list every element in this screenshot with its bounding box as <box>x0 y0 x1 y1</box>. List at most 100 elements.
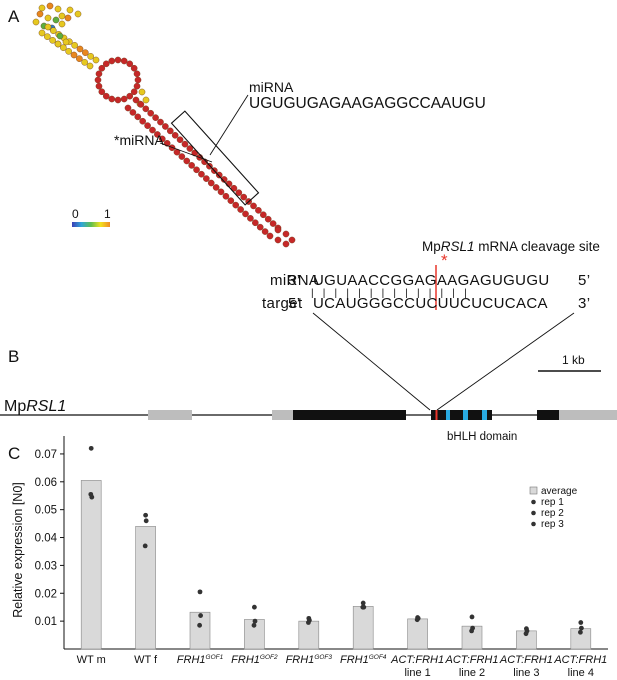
legend-rep2-label: rep 2 <box>541 508 564 519</box>
replicate-point-rep1 <box>469 614 475 620</box>
nucleotide-dot <box>98 64 106 72</box>
nucleotide-dot <box>193 166 200 174</box>
nucleotide-dot <box>152 114 159 121</box>
base-pairing-marks: | | | | | | | | | | | | | | <box>311 288 470 299</box>
replicate-point-rep3 <box>523 631 529 637</box>
bhlh-segment <box>463 410 468 420</box>
nucleotide-dot <box>269 220 277 227</box>
legend-average-label: average <box>541 486 578 497</box>
exon-block <box>293 410 406 420</box>
y-axis-label: Relative expression [N0] <box>11 482 25 617</box>
nucleotide-dot <box>114 96 122 104</box>
utr-block <box>559 410 617 420</box>
nucleotide-dot <box>178 153 186 160</box>
bar-average <box>298 620 320 650</box>
target-row-left-end: 5’ <box>288 295 300 312</box>
target-row-name: target <box>262 295 303 312</box>
nucleotide-dot <box>81 59 88 66</box>
legend-rep1-label: rep 1 <box>541 497 564 508</box>
nucleotide-dot <box>261 228 269 235</box>
replicate-point-rep1 <box>360 600 366 606</box>
nucleotide-dot <box>95 70 103 78</box>
nucleotide-dot <box>58 20 66 28</box>
x-category-label: ACT:FRH1 <box>553 654 607 666</box>
x-category-label: ACT:FRH1 <box>445 654 499 666</box>
nucleotide-dot <box>129 109 137 116</box>
nucleotide-dot <box>94 76 102 84</box>
replicate-point-rep3 <box>306 620 311 625</box>
nucleotide-dot <box>98 88 106 96</box>
target-row-sequence: UCAUGGGCCUCUUCUCUCACA <box>313 295 548 312</box>
nucleotide-dot <box>242 210 249 218</box>
y-tick-label: 0.01 <box>35 616 57 628</box>
panel-c-label: C <box>8 444 20 463</box>
nucleotide-dot <box>255 207 262 214</box>
nucleotide-dot <box>50 27 57 34</box>
nucleotide-dot <box>108 57 116 65</box>
nucleotide-dot <box>157 118 164 126</box>
exon-block <box>431 410 492 420</box>
nucleotide-dot <box>126 60 134 68</box>
nucleotide-dot <box>130 88 138 96</box>
nucleotide-dot <box>288 236 296 244</box>
nucleotide-dot <box>102 92 110 100</box>
nucleotide-dot <box>133 70 141 78</box>
nucleotide-dot <box>38 29 46 37</box>
nucleotide-dot <box>138 88 146 96</box>
nucleotide-dot <box>38 4 46 12</box>
nucleotide-dot <box>256 223 264 231</box>
cleavage-asterisk: * <box>441 251 448 270</box>
replicate-point-rep1 <box>197 589 203 595</box>
chart-legend: average rep 1 rep 2 rep 3 <box>529 486 578 530</box>
bhlh-segment <box>482 410 487 420</box>
nucleotide-dot <box>87 53 94 60</box>
nucleotide-dot <box>130 64 138 72</box>
nucleotide-dot <box>198 170 205 178</box>
x-category-label: ACT:FRH1 <box>499 654 553 666</box>
nucleotide-dot <box>207 179 215 187</box>
nucleotide-dot <box>149 126 156 134</box>
nucleotide-dot <box>260 211 267 219</box>
nucleotide-dot <box>240 193 248 201</box>
mirna-row-sequence: UGUAACCGGAGAAGAGUGUGU <box>313 272 550 289</box>
nucleotide-dot <box>126 92 134 100</box>
nucleotide-dot <box>95 82 103 90</box>
nucleotide-dot <box>108 95 116 103</box>
nucleotide-dot <box>217 188 225 196</box>
nucleotide-dot <box>176 136 184 144</box>
nucleotide-dot <box>54 40 62 48</box>
nucleotide-dot <box>58 12 66 20</box>
nucleotide-dot <box>232 201 240 209</box>
nucleotide-dot <box>44 23 52 31</box>
nucleotide-dot <box>92 56 100 64</box>
rna-hairpin-structure <box>32 2 296 248</box>
nucleotide-dot <box>133 82 141 90</box>
mirna-sequence: UGUGUGAGAAGAGGCCAAUGU <box>249 95 486 112</box>
nucleotide-dot <box>134 113 142 121</box>
mirna-row-right-end: 5’ <box>578 272 590 289</box>
replicate-point-rep3 <box>88 491 94 497</box>
scale-bar-label: 1 kb <box>562 353 585 367</box>
nucleotide-dot <box>266 232 274 240</box>
nucleotide-dot <box>76 45 84 53</box>
mirna-label: miRNA <box>249 79 294 95</box>
panel-b-label: B <box>8 347 19 366</box>
nucleotide-dot <box>186 145 194 152</box>
nucleotide-dot <box>188 162 195 169</box>
y-tick-label: 0.04 <box>35 533 58 545</box>
x-category-label: FRH1GOF3 <box>286 654 333 666</box>
legend-rep3-marker <box>531 521 536 527</box>
x-category-label: ACT:FRH1 <box>390 654 444 666</box>
nucleotide-dot <box>66 6 74 14</box>
cleavage-site-label: MpRSL1 mRNA cleavage site <box>422 239 600 254</box>
mirna-callout-line <box>209 94 249 156</box>
nucleotide-dot <box>215 171 223 179</box>
nucleotide-dot <box>181 140 189 148</box>
nucleotide-dot <box>132 96 140 104</box>
replicate-point-rep3 <box>251 622 257 628</box>
nucleotide-dot <box>65 48 72 55</box>
x-category-sublabel: line 2 <box>459 667 485 679</box>
nucleotide-dot <box>32 18 40 26</box>
nucleotide-dot <box>144 122 151 129</box>
